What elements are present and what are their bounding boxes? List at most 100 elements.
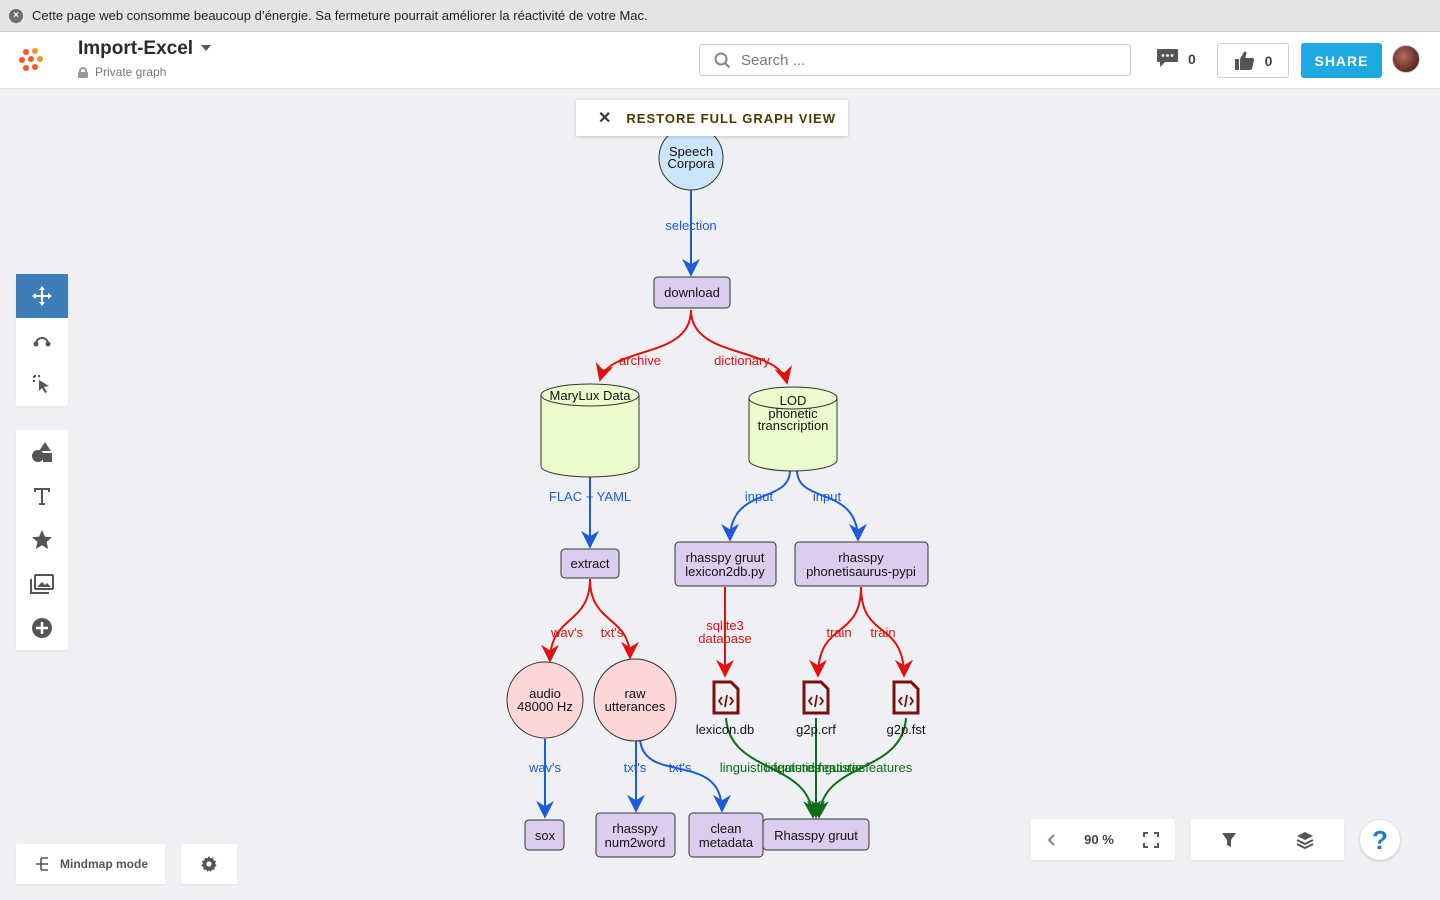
edge-ling-lexicon[interactable]: [725, 717, 822, 819]
edge-label-flac-yaml: FLAC + YAML: [549, 489, 631, 504]
search-box[interactable]: [699, 44, 1131, 76]
zoom-level[interactable]: 90 %: [1084, 832, 1114, 847]
add-tool-button[interactable]: [16, 606, 68, 650]
shapes-icon: [32, 442, 52, 462]
svg-text:utterances: utterances: [605, 699, 666, 714]
svg-text:rhasspy: rhasspy: [612, 821, 658, 836]
node-rhassphy-gruut[interactable]: Rhasspy gruut: [762, 818, 870, 851]
app-logo-icon[interactable]: [18, 46, 46, 74]
svg-text:g2p.fst: g2p.fst: [886, 722, 925, 737]
node-sox[interactable]: sox: [524, 819, 565, 851]
edge-label-archive: archive: [619, 353, 661, 368]
search-icon: [714, 52, 731, 68]
edge-labels: selection archive dictionary FLAC + YAML…: [528, 218, 913, 775]
edge-wavs-extract[interactable]: [541, 578, 591, 663]
svg-text:MaryLux Data: MaryLux Data: [550, 388, 632, 403]
node-g2p-crf[interactable]: g2p.crf: [796, 680, 836, 737]
privacy-label: Private graph: [95, 65, 167, 79]
select-icon: [33, 375, 49, 393]
svg-text:phonetic: phonetic: [768, 406, 818, 421]
share-button[interactable]: SHARE: [1301, 43, 1382, 78]
node-clean-metadata[interactable]: clean metadata: [688, 812, 764, 858]
node-rhasspy-num2word[interactable]: rhasspy num2word: [595, 812, 676, 858]
layers-icon[interactable]: [1296, 831, 1314, 849]
move-icon: [32, 286, 52, 306]
settings-button[interactable]: [181, 844, 237, 884]
gear-icon: [201, 856, 217, 872]
privacy-status: Private graph: [78, 65, 166, 79]
edge-train-fst[interactable]: [860, 586, 913, 678]
node-rhasspy-phonetisaurus[interactable]: rhasspy phonetisaurus-pypi: [794, 541, 929, 587]
node-g2p-fst[interactable]: g2p.fst: [886, 680, 926, 737]
svg-text:extract: extract: [570, 556, 609, 571]
node-raw-utterances[interactable]: raw utterances: [593, 658, 677, 742]
edge-label-input-1: input: [745, 489, 774, 504]
node-audio-48000[interactable]: audio 48000 Hz: [506, 661, 584, 739]
comments-button[interactable]: 0: [1156, 48, 1196, 69]
user-avatar[interactable]: [1392, 45, 1420, 73]
code-file-icon: [712, 680, 740, 715]
svg-text:metadata: metadata: [699, 835, 754, 850]
svg-text:rhasspy gruut: rhasspy gruut: [686, 550, 765, 565]
mindmap-mode-button[interactable]: Mindmap mode: [16, 844, 165, 884]
svg-text:clean: clean: [710, 821, 741, 836]
edge-txts-extract[interactable]: [589, 578, 639, 660]
node-marylux-data[interactable]: MaryLux Data: [540, 383, 640, 478]
node-rhasspy-gruut-lexicon2db[interactable]: rhasspy gruut lexicon2db.py: [674, 541, 777, 587]
thumbs-up-icon: [1234, 51, 1254, 70]
edge-ling-fst[interactable]: [810, 717, 907, 819]
left-toolbar-insert: [16, 430, 68, 650]
text-tool-button[interactable]: [16, 474, 68, 518]
app-header: Import-Excel Private graph 0 0 SHARE: [0, 32, 1440, 89]
lock-icon: [78, 66, 88, 78]
graph-title[interactable]: Import-Excel: [78, 38, 194, 59]
node-extract[interactable]: extract: [560, 548, 620, 579]
edge-input-lexicon2db[interactable]: [721, 469, 791, 542]
edge-label-wavs-1: wav's: [550, 625, 584, 640]
move-tool-button[interactable]: [16, 274, 68, 318]
fullscreen-icon[interactable]: [1142, 831, 1159, 848]
shapes-tool-button[interactable]: [16, 430, 68, 474]
select-tool-button[interactable]: [16, 362, 68, 406]
search-input[interactable]: [741, 51, 1121, 69]
svg-text:sox: sox: [535, 828, 556, 843]
svg-text:download: download: [664, 285, 720, 300]
close-icon: ✕: [598, 110, 613, 127]
star-icon: [32, 530, 52, 549]
node-lexicon-db[interactable]: lexicon.db: [696, 680, 755, 737]
star-tool-button[interactable]: [16, 518, 68, 562]
edge-input-phonetisaurus[interactable]: [796, 469, 867, 542]
images-icon: [30, 574, 54, 594]
svg-text:LOD: LOD: [780, 393, 807, 408]
title-dropdown-caret-icon[interactable]: [201, 45, 211, 51]
text-icon: [34, 488, 50, 505]
svg-text:g2p.crf: g2p.crf: [796, 722, 836, 737]
images-tool-button[interactable]: [16, 562, 68, 606]
node-lod-phonetic-transcription[interactable]: LOD phonetic transcription: [748, 386, 838, 472]
edge-label-txts-2: txt's: [624, 760, 647, 775]
mindmap-icon: [36, 857, 48, 871]
edge-train-crf[interactable]: [809, 586, 862, 678]
close-notification-icon[interactable]: ×: [9, 8, 23, 23]
connect-tool-button[interactable]: [16, 318, 68, 362]
like-button[interactable]: 0: [1217, 43, 1289, 78]
comments-count: 0: [1188, 50, 1196, 67]
restore-full-graph-view-button[interactable]: ✕ RESTORE FULL GRAPH VIEW: [576, 100, 848, 136]
help-button[interactable]: ?: [1360, 820, 1400, 860]
svg-text:Speech: Speech: [669, 144, 713, 159]
chevron-left-icon[interactable]: [1047, 833, 1055, 846]
edge-dictionary[interactable]: [690, 309, 792, 385]
svg-text:rhasspy: rhasspy: [838, 550, 884, 565]
comment-icon: [1157, 49, 1178, 67]
svg-text:phonetisaurus-pypi: phonetisaurus-pypi: [806, 564, 916, 579]
filter-icon[interactable]: [1221, 832, 1237, 848]
node-speech-corpora[interactable]: Speech Corpora: [658, 125, 724, 191]
node-download[interactable]: download: [653, 276, 731, 309]
energy-notification-bar: × Cette page web consomme beaucoup d’éne…: [0, 0, 1440, 32]
left-toolbar-navigation: [16, 274, 68, 406]
edge-archive[interactable]: [595, 309, 692, 382]
edge-label-txts-3: txt's: [669, 760, 692, 775]
edge-txts-clean[interactable]: [639, 739, 731, 813]
svg-text:48000 Hz: 48000 Hz: [517, 699, 573, 714]
